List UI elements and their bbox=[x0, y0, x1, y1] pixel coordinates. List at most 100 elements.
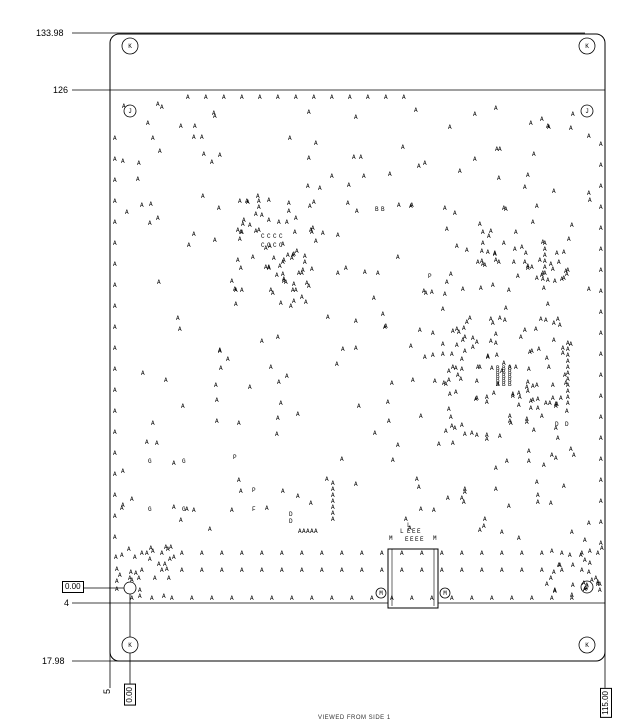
component-marker-165: A bbox=[192, 134, 196, 141]
component-marker-409: A bbox=[277, 219, 281, 226]
component-marker-145: A bbox=[318, 185, 322, 192]
component-marker-380: A bbox=[193, 123, 197, 130]
component-marker-640: A bbox=[566, 346, 570, 353]
component-marker-232: A bbox=[215, 397, 219, 404]
component-marker-333: A bbox=[214, 382, 218, 389]
component-marker-252: A bbox=[572, 452, 576, 459]
component-marker-268: A bbox=[550, 452, 554, 459]
component-marker-198: A bbox=[535, 275, 539, 282]
component-marker-328: A bbox=[424, 290, 428, 297]
component-marker-110: A bbox=[204, 94, 208, 101]
component-marker-143: A bbox=[148, 220, 152, 227]
component-marker-10: A bbox=[113, 240, 117, 247]
component-marker-464: A bbox=[508, 413, 512, 420]
component-marker-524: A bbox=[451, 328, 455, 335]
component-marker-243: A bbox=[248, 384, 252, 391]
component-marker-144: A bbox=[383, 324, 387, 331]
fiducial-k-3 bbox=[121, 636, 139, 654]
component-marker-646: A bbox=[566, 382, 570, 389]
component-marker-705: E bbox=[415, 536, 419, 543]
component-marker-673: B bbox=[502, 373, 506, 380]
component-marker-248: A bbox=[314, 140, 318, 147]
component-marker-172: A bbox=[478, 221, 482, 228]
component-marker-178: A bbox=[535, 203, 539, 210]
component-marker-698: L bbox=[407, 522, 411, 529]
fiducial-k-2-label: K bbox=[585, 43, 589, 50]
component-marker-447: A bbox=[534, 326, 538, 333]
component-marker-618: A bbox=[588, 560, 592, 567]
component-marker-371: A bbox=[561, 350, 565, 357]
component-marker-702: E bbox=[417, 528, 421, 535]
component-marker-644: A bbox=[566, 370, 570, 377]
component-marker-283: A bbox=[201, 193, 205, 200]
component-marker-534: A bbox=[491, 282, 495, 289]
component-marker-101: A bbox=[430, 595, 434, 602]
component-marker-700: E bbox=[407, 528, 411, 535]
component-marker-515: A bbox=[463, 431, 467, 438]
component-marker-620: A bbox=[587, 569, 591, 576]
component-marker-298: A bbox=[502, 205, 506, 212]
component-marker-621: A bbox=[582, 580, 586, 587]
component-marker-340: A bbox=[587, 190, 591, 197]
component-marker-361: A bbox=[415, 476, 419, 483]
component-marker-200: A bbox=[537, 346, 541, 353]
component-marker-443: A bbox=[475, 378, 479, 385]
component-marker-448: A bbox=[476, 364, 480, 371]
component-marker-456: A bbox=[498, 433, 502, 440]
connector-housing bbox=[387, 548, 439, 609]
component-marker-603: A bbox=[583, 586, 587, 593]
component-marker-59: A bbox=[320, 550, 324, 557]
component-marker-133: A bbox=[178, 326, 182, 333]
component-marker-56: A bbox=[300, 567, 304, 574]
component-marker-641: A bbox=[566, 352, 570, 359]
component-marker-107: A bbox=[550, 595, 554, 602]
component-marker-395: A bbox=[312, 199, 316, 206]
component-marker-52: A bbox=[260, 567, 264, 574]
component-marker-25: A bbox=[599, 393, 603, 400]
component-marker-419: A bbox=[294, 287, 298, 294]
dim-box-total: 115.00 bbox=[600, 688, 612, 718]
component-marker-528: A bbox=[471, 335, 475, 342]
dim-box-origin: 0.00 bbox=[124, 684, 136, 706]
component-marker-345: A bbox=[502, 240, 506, 247]
component-marker-278: A bbox=[532, 151, 536, 158]
component-marker-410: A bbox=[282, 257, 286, 264]
component-marker-372: A bbox=[269, 364, 273, 371]
component-marker-348: A bbox=[529, 398, 533, 405]
component-marker-1: A bbox=[599, 141, 603, 148]
component-marker-346: A bbox=[336, 232, 340, 239]
component-marker-681: D bbox=[555, 421, 559, 428]
component-marker-485: A bbox=[547, 364, 551, 371]
component-marker-85: A bbox=[580, 550, 584, 557]
component-marker-216: A bbox=[473, 111, 477, 118]
component-marker-491: A bbox=[552, 337, 556, 344]
component-marker-610: A bbox=[594, 575, 598, 582]
component-marker-614: A bbox=[550, 548, 554, 555]
component-marker-236: A bbox=[307, 283, 311, 290]
component-marker-293: A bbox=[401, 144, 405, 151]
component-marker-72: A bbox=[460, 567, 464, 574]
component-marker-320: A bbox=[340, 456, 344, 463]
component-marker-560: A bbox=[487, 233, 491, 240]
component-marker-377: A bbox=[531, 383, 535, 390]
component-marker-100: A bbox=[410, 595, 414, 602]
component-marker-22: A bbox=[113, 366, 117, 373]
component-marker-651: A bbox=[543, 246, 547, 253]
component-marker-246: A bbox=[314, 238, 318, 245]
component-marker-477: A bbox=[485, 394, 489, 401]
component-marker-324: A bbox=[482, 523, 486, 530]
component-marker-579: A bbox=[138, 587, 142, 594]
component-marker-394: A bbox=[309, 227, 313, 234]
component-marker-523: A bbox=[444, 428, 448, 435]
component-marker-307: A bbox=[523, 184, 527, 191]
component-marker-94: A bbox=[290, 595, 294, 602]
component-marker-217: A bbox=[260, 338, 264, 345]
component-marker-224: A bbox=[571, 111, 575, 118]
component-marker-685: G bbox=[148, 458, 152, 465]
component-marker-326: A bbox=[497, 175, 501, 182]
component-marker-254: A bbox=[284, 279, 288, 286]
component-marker-369: A bbox=[260, 212, 264, 219]
component-marker-487: A bbox=[532, 427, 536, 434]
component-marker-42: A bbox=[160, 567, 164, 574]
component-marker-261: A bbox=[570, 529, 574, 536]
